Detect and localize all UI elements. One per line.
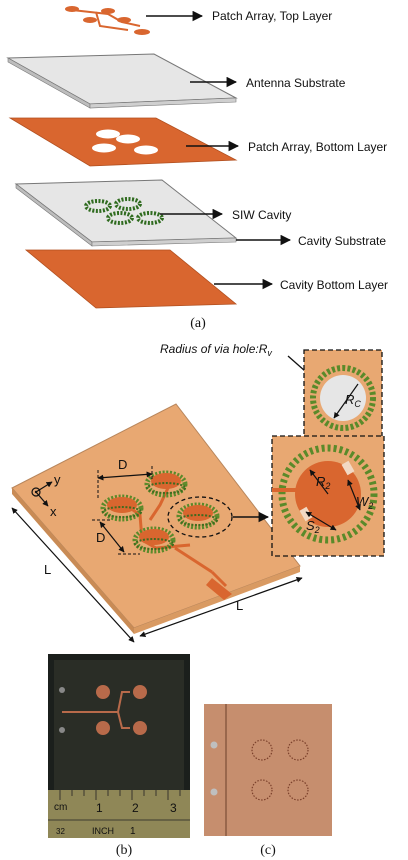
label-rc: RC bbox=[345, 392, 361, 409]
label-r2: R2 bbox=[316, 474, 330, 491]
label-bottom-layer: Patch Array, Bottom Layer bbox=[248, 140, 387, 154]
caption-a: (a) bbox=[190, 316, 206, 331]
ruler-num-3: 3 bbox=[170, 801, 177, 815]
label-l-left: L bbox=[44, 562, 51, 577]
zoom-patch-box: R2 S2 W2 bbox=[271, 435, 385, 557]
exploded-view: Patch Array, Top Layer Antenna Substrate… bbox=[6, 6, 388, 331]
zoom-selection-ellipse bbox=[167, 496, 233, 538]
dimension-d-top: D bbox=[97, 457, 153, 500]
label-d-left: D bbox=[96, 530, 105, 545]
photo-bottom: (c) bbox=[204, 704, 332, 858]
caption-b: (b) bbox=[116, 843, 133, 858]
label-via-radius: Radius of via hole:Rv bbox=[160, 342, 272, 358]
cavity-substrate bbox=[14, 179, 238, 247]
label-w2: W2 bbox=[356, 494, 373, 511]
label-cavity-bottom: Cavity Bottom Layer bbox=[280, 278, 388, 292]
label-siw-cavity: SIW Cavity bbox=[232, 208, 291, 222]
label-cavity-substrate: Cavity Substrate bbox=[298, 234, 386, 248]
label-d-top: D bbox=[118, 457, 127, 472]
photo-top: cm 1 2 3 32 INCH 1 (b) bbox=[48, 654, 190, 858]
caption-c: (c) bbox=[260, 843, 276, 858]
axis-x-label: x bbox=[50, 504, 57, 519]
patch-3 bbox=[132, 526, 176, 554]
siw-cavities bbox=[84, 197, 164, 225]
ruler-num-2: 2 bbox=[132, 801, 139, 815]
axis-y-label: y bbox=[54, 472, 61, 487]
label-top-layer: Patch Array, Top Layer bbox=[212, 9, 332, 23]
dimension-l-bottom: L bbox=[139, 576, 303, 638]
ruler-inch-label: INCH bbox=[92, 826, 114, 836]
antenna-substrate bbox=[6, 53, 238, 109]
label-antenna-substrate: Antenna Substrate bbox=[246, 76, 346, 90]
patch-bottom-layer bbox=[8, 117, 238, 167]
cavity-bottom-layer bbox=[24, 249, 238, 309]
zoom-cavity-box: RC bbox=[303, 349, 383, 443]
label-s2: S2 bbox=[306, 518, 320, 535]
dimension-l-left: L bbox=[11, 507, 135, 643]
top-patch-array bbox=[65, 6, 150, 35]
board-view: D D L L y x Radius of via hole:Rv bbox=[11, 342, 385, 643]
label-l-bottom: L bbox=[236, 598, 243, 613]
patch-4 bbox=[176, 502, 220, 530]
ruler-small-label: 32 bbox=[56, 827, 65, 836]
patch-2 bbox=[144, 470, 188, 498]
axis-indicator: y x bbox=[31, 472, 61, 519]
ruler-inch-num: 1 bbox=[130, 826, 136, 837]
ruler-num-1: 1 bbox=[96, 801, 103, 815]
ruler-cm-label: cm bbox=[54, 802, 67, 813]
